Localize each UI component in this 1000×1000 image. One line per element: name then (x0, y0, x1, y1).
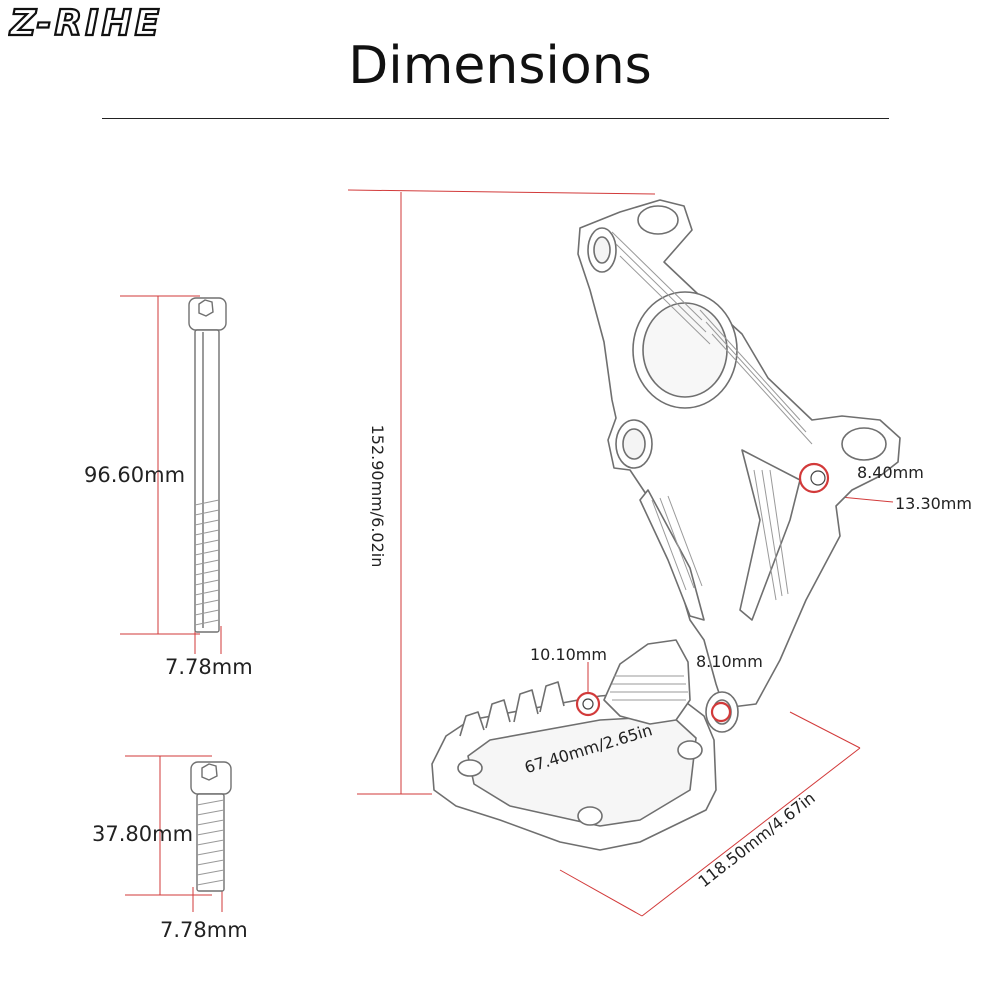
long-bolt-diameter-label: 7.78mm (165, 655, 253, 679)
svg-text:Z-RIHE: Z-RIHE (9, 3, 162, 42)
title-divider (102, 118, 889, 119)
peg-length-label: 118.50mm/4.67in (695, 788, 819, 891)
pivot-hole-label: 8.10mm (696, 652, 763, 671)
peg-hole-inner (582, 698, 594, 710)
hole-outer-label: 13.30mm (895, 494, 972, 513)
peg-hole-label: 10.10mm (530, 645, 607, 664)
long-bolt (188, 297, 227, 633)
short-bolt-length-label: 37.80mm (92, 822, 194, 846)
dim-line (559, 869, 643, 917)
dim-line (641, 747, 861, 917)
dim-line (789, 711, 861, 749)
bracket-height-label: 152.90mm/6.02in (368, 425, 387, 568)
bracket-body (577, 199, 901, 709)
dim-line (347, 189, 656, 195)
long-bolt-length-label: 96.60mm (84, 463, 186, 487)
hole-markers (575, 462, 830, 723)
hole-inner-label: 8.40mm (857, 463, 924, 482)
short-bolt (190, 761, 232, 892)
pivot-hole-marker (710, 701, 732, 723)
page-title: Dimensions (348, 36, 652, 96)
bracket-hole-inner (810, 470, 826, 486)
brand-logo: Z-RIHE (8, 2, 162, 42)
short-bolt-diameter-label: 7.78mm (160, 918, 248, 942)
